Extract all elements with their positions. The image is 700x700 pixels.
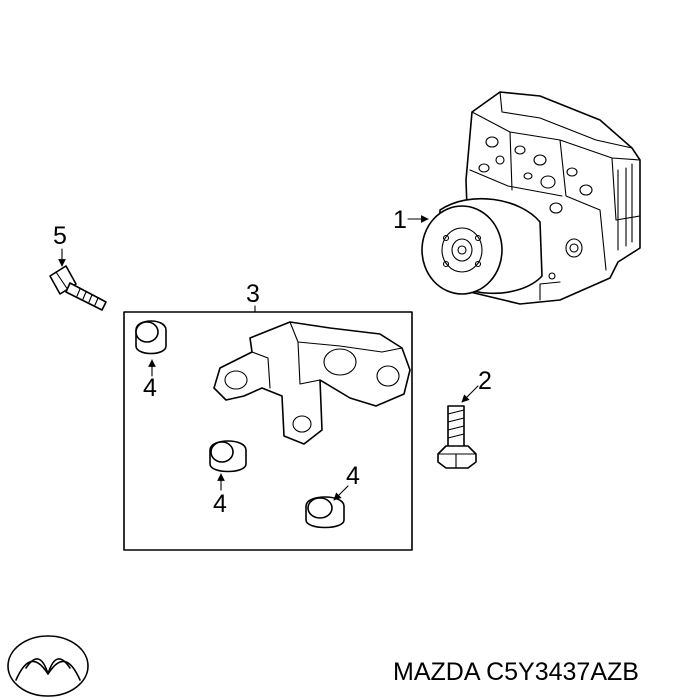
bushing-4-top: [135, 320, 167, 355]
callout-5: 5: [53, 222, 67, 250]
bushing-4-middle: [209, 440, 247, 473]
callout-4c-arrow: [333, 485, 349, 501]
callout-2-arrow: [461, 385, 479, 403]
bushing-4-bottom: [305, 496, 345, 529]
abs-bracket: [213, 321, 411, 445]
callout-4-middle: 4: [213, 490, 227, 518]
abs-hydraulic-unit: [421, 91, 641, 305]
mazda-logo-icon: [7, 635, 89, 697]
callout-2: 2: [478, 367, 492, 395]
callout-1: 1: [393, 206, 407, 234]
part-number: MAZDA C5Y3437AZB: [393, 658, 639, 686]
callout-3: 3: [246, 280, 260, 308]
bolt-2: [437, 405, 477, 469]
bolt-5: [49, 265, 107, 311]
bracket-group-box: [123, 311, 413, 551]
callout-4-bottom: 4: [346, 462, 360, 490]
callout-4-top: 4: [143, 374, 157, 402]
